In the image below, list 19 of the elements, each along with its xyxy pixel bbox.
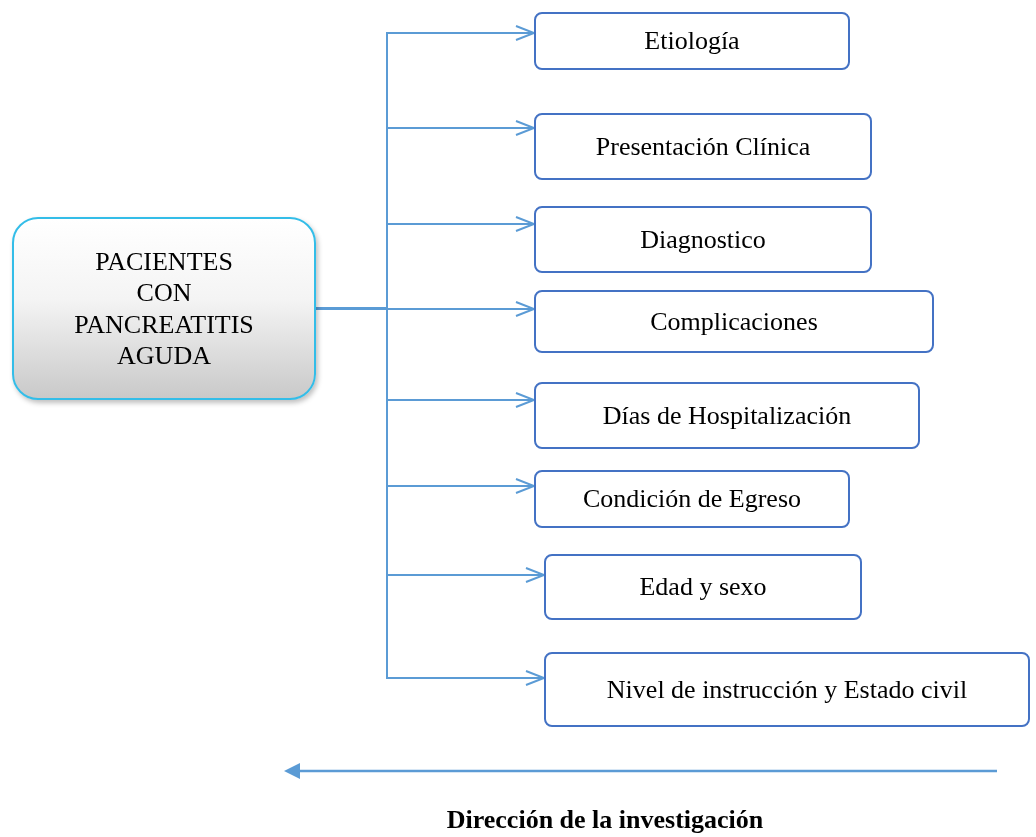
main-topic-box [12, 217, 316, 400]
subtopic-box [544, 652, 1030, 727]
subtopic-box [534, 290, 934, 353]
subtopic-label: Días de Hospitalización [602, 400, 852, 431]
subtopic-label: Edad y sexo [639, 572, 767, 602]
subtopic-box [534, 12, 850, 70]
subtopic-label: Etiología [644, 26, 740, 56]
subtopic-label: Nivel de instrucción y Estado civil [606, 674, 968, 705]
direction-caption: Dirección de la investigación [445, 805, 765, 835]
subtopic-label: Complicaciones [650, 306, 818, 337]
subtopic-label: Diagnostico [640, 224, 766, 255]
subtopic-box [534, 113, 872, 180]
topic-title: PACIENTES CON PANCREATITIS AGUDA [74, 246, 254, 371]
subtopic-box [534, 470, 850, 528]
subtopic-box [534, 206, 872, 273]
subtopic-label: Condición de Egreso [582, 484, 802, 514]
subtopic-box [544, 554, 862, 620]
subtopic-box [534, 382, 920, 449]
subtopic-label: Presentación Clínica [595, 131, 811, 162]
